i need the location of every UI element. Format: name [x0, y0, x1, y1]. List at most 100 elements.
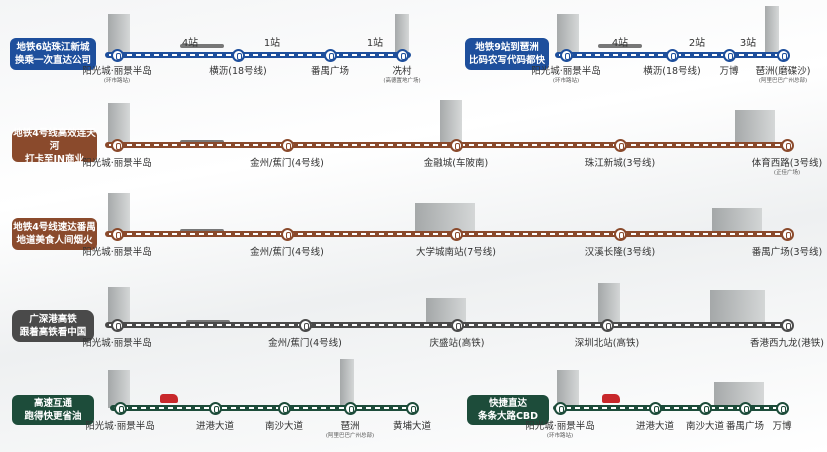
station-marker[interactable] — [601, 319, 614, 332]
station-name[interactable]: 南沙大道 — [685, 421, 725, 432]
station-name[interactable]: 万博 — [719, 66, 739, 77]
route-label-box[interactable]: 地铁4号线速达番禺地道美食人间烟火 — [12, 218, 97, 250]
station-marker[interactable] — [111, 319, 124, 332]
station-name[interactable]: 番禺广场 — [310, 66, 350, 77]
station-name[interactable]: 阳光城·丽景半岛 — [82, 247, 152, 258]
station-marker[interactable] — [666, 49, 679, 62]
route-label-line: 换乘一次直达公司 — [14, 55, 91, 66]
route-label-line: 地道美食人间烟火 — [16, 235, 93, 246]
station-marker[interactable] — [281, 139, 294, 152]
train-icon — [598, 44, 642, 48]
station-name[interactable]: 金州/蕉门(4号线) — [268, 338, 342, 349]
station-name[interactable]: 金州/蕉门(4号线) — [250, 158, 324, 169]
building-illustration — [712, 208, 762, 234]
station-name[interactable]: 阳光城·丽景半岛 — [531, 66, 601, 77]
station-marker[interactable] — [450, 139, 463, 152]
route-label-box[interactable]: 地铁4号线高效连天河打卡至IN商业 — [12, 128, 97, 165]
station-marker[interactable] — [114, 402, 127, 415]
stop-count: 1站 — [366, 38, 384, 49]
stop-count: 3站 — [739, 38, 757, 49]
station-name[interactable]: 阳光城·丽景半岛 — [85, 421, 155, 432]
train-icon — [180, 229, 224, 233]
station-marker[interactable] — [649, 402, 662, 415]
building-illustration — [735, 110, 775, 144]
station-marker[interactable] — [111, 139, 124, 152]
building-illustration — [395, 14, 409, 54]
stop-count: 1站 — [263, 38, 281, 49]
station-name[interactable]: 金融城(车陂南) — [423, 158, 489, 169]
station-marker[interactable] — [614, 228, 627, 241]
station-marker[interactable] — [781, 139, 794, 152]
station-name[interactable]: 庆盛站(高铁) — [429, 338, 485, 349]
station-marker[interactable] — [396, 49, 409, 62]
station-name[interactable]: 深圳北站(高铁) — [574, 338, 640, 349]
route-label-box[interactable]: 高速互通跑得快更省油 — [12, 395, 94, 425]
station-marker[interactable] — [781, 228, 794, 241]
station-name[interactable]: 阳光城·丽景半岛 — [82, 338, 152, 349]
station-name[interactable]: 大学城南站(7号线) — [416, 247, 496, 258]
route-label-box[interactable]: 地铁6站珠江新城换乘一次直达公司 — [10, 38, 96, 70]
station-name[interactable]: 横沥(18号线) — [209, 66, 267, 77]
station-name[interactable]: 番禺广场 — [725, 421, 765, 432]
stop-count: 2站 — [688, 38, 706, 49]
route-line — [105, 322, 793, 328]
station-name[interactable]: 阳光城·丽景半岛 — [82, 158, 152, 169]
station-name[interactable]: 香港西九龙(港铁) — [750, 338, 824, 349]
station-note: (环市路站) — [546, 433, 574, 439]
station-name[interactable]: 珠江新城(3号线) — [584, 158, 656, 169]
route-label-box[interactable]: 地铁9站到琶洲比码农写代码都快 — [465, 38, 549, 70]
route-line — [105, 52, 411, 58]
station-name[interactable]: 琶洲 — [340, 421, 360, 432]
station-marker[interactable] — [554, 402, 567, 415]
station-name[interactable]: 体育西路(3号线) — [751, 158, 823, 169]
station-marker[interactable] — [281, 228, 294, 241]
route-label-box[interactable]: 快捷直达条条大路CBD — [467, 395, 549, 425]
station-name[interactable]: 金州/蕉门(4号线) — [250, 247, 324, 258]
station-name[interactable]: 阳光城·丽景半岛 — [525, 421, 595, 432]
station-marker[interactable] — [299, 319, 312, 332]
station-marker[interactable] — [777, 49, 790, 62]
train-icon — [186, 320, 230, 324]
station-marker[interactable] — [560, 49, 573, 62]
station-marker[interactable] — [406, 402, 419, 415]
stop-count: 4站 — [611, 38, 629, 49]
station-marker[interactable] — [781, 319, 794, 332]
route-label-line: 地铁4号线速达番禺 — [13, 222, 96, 233]
station-marker[interactable] — [324, 49, 337, 62]
station-marker[interactable] — [344, 402, 357, 415]
station-name[interactable]: 黄埔大道 — [392, 421, 432, 432]
station-marker[interactable] — [111, 228, 124, 241]
route-label-line: 广深港高铁 — [29, 314, 77, 325]
route-label-line: 地铁6站珠江新城 — [16, 42, 90, 53]
station-marker[interactable] — [776, 402, 789, 415]
station-name[interactable]: 进港大道 — [635, 421, 675, 432]
station-note: (阿里巴巴广州总部) — [758, 78, 808, 84]
route-line — [110, 405, 412, 411]
station-name[interactable]: 横沥(18号线) — [643, 66, 701, 77]
station-name[interactable]: 阳光城·丽景半岛 — [82, 66, 152, 77]
station-marker[interactable] — [614, 139, 627, 152]
station-marker[interactable] — [278, 402, 291, 415]
building-illustration — [765, 6, 779, 52]
station-marker[interactable] — [209, 402, 222, 415]
station-marker[interactable] — [111, 49, 124, 62]
station-marker[interactable] — [232, 49, 245, 62]
route-label-box[interactable]: 广深港高铁跟着高铁看中国 — [12, 310, 94, 342]
station-note: (阿里巴巴广州总部) — [325, 433, 375, 439]
station-marker[interactable] — [699, 402, 712, 415]
building-illustration — [714, 382, 764, 406]
station-marker[interactable] — [723, 49, 736, 62]
building-illustration — [440, 100, 462, 144]
station-marker[interactable] — [739, 402, 752, 415]
station-name[interactable]: 番禺广场(3号线) — [751, 247, 823, 258]
station-name[interactable]: 冼村 — [392, 66, 412, 77]
station-name[interactable]: 南沙大道 — [264, 421, 304, 432]
station-name[interactable]: 琶洲(磨碟沙) — [755, 66, 811, 77]
building-illustration — [415, 203, 475, 233]
station-marker[interactable] — [451, 319, 464, 332]
station-name[interactable]: 进港大道 — [195, 421, 235, 432]
station-marker[interactable] — [450, 228, 463, 241]
station-name[interactable]: 万博 — [772, 421, 792, 432]
station-name[interactable]: 汉溪长隆(3号线) — [584, 247, 656, 258]
